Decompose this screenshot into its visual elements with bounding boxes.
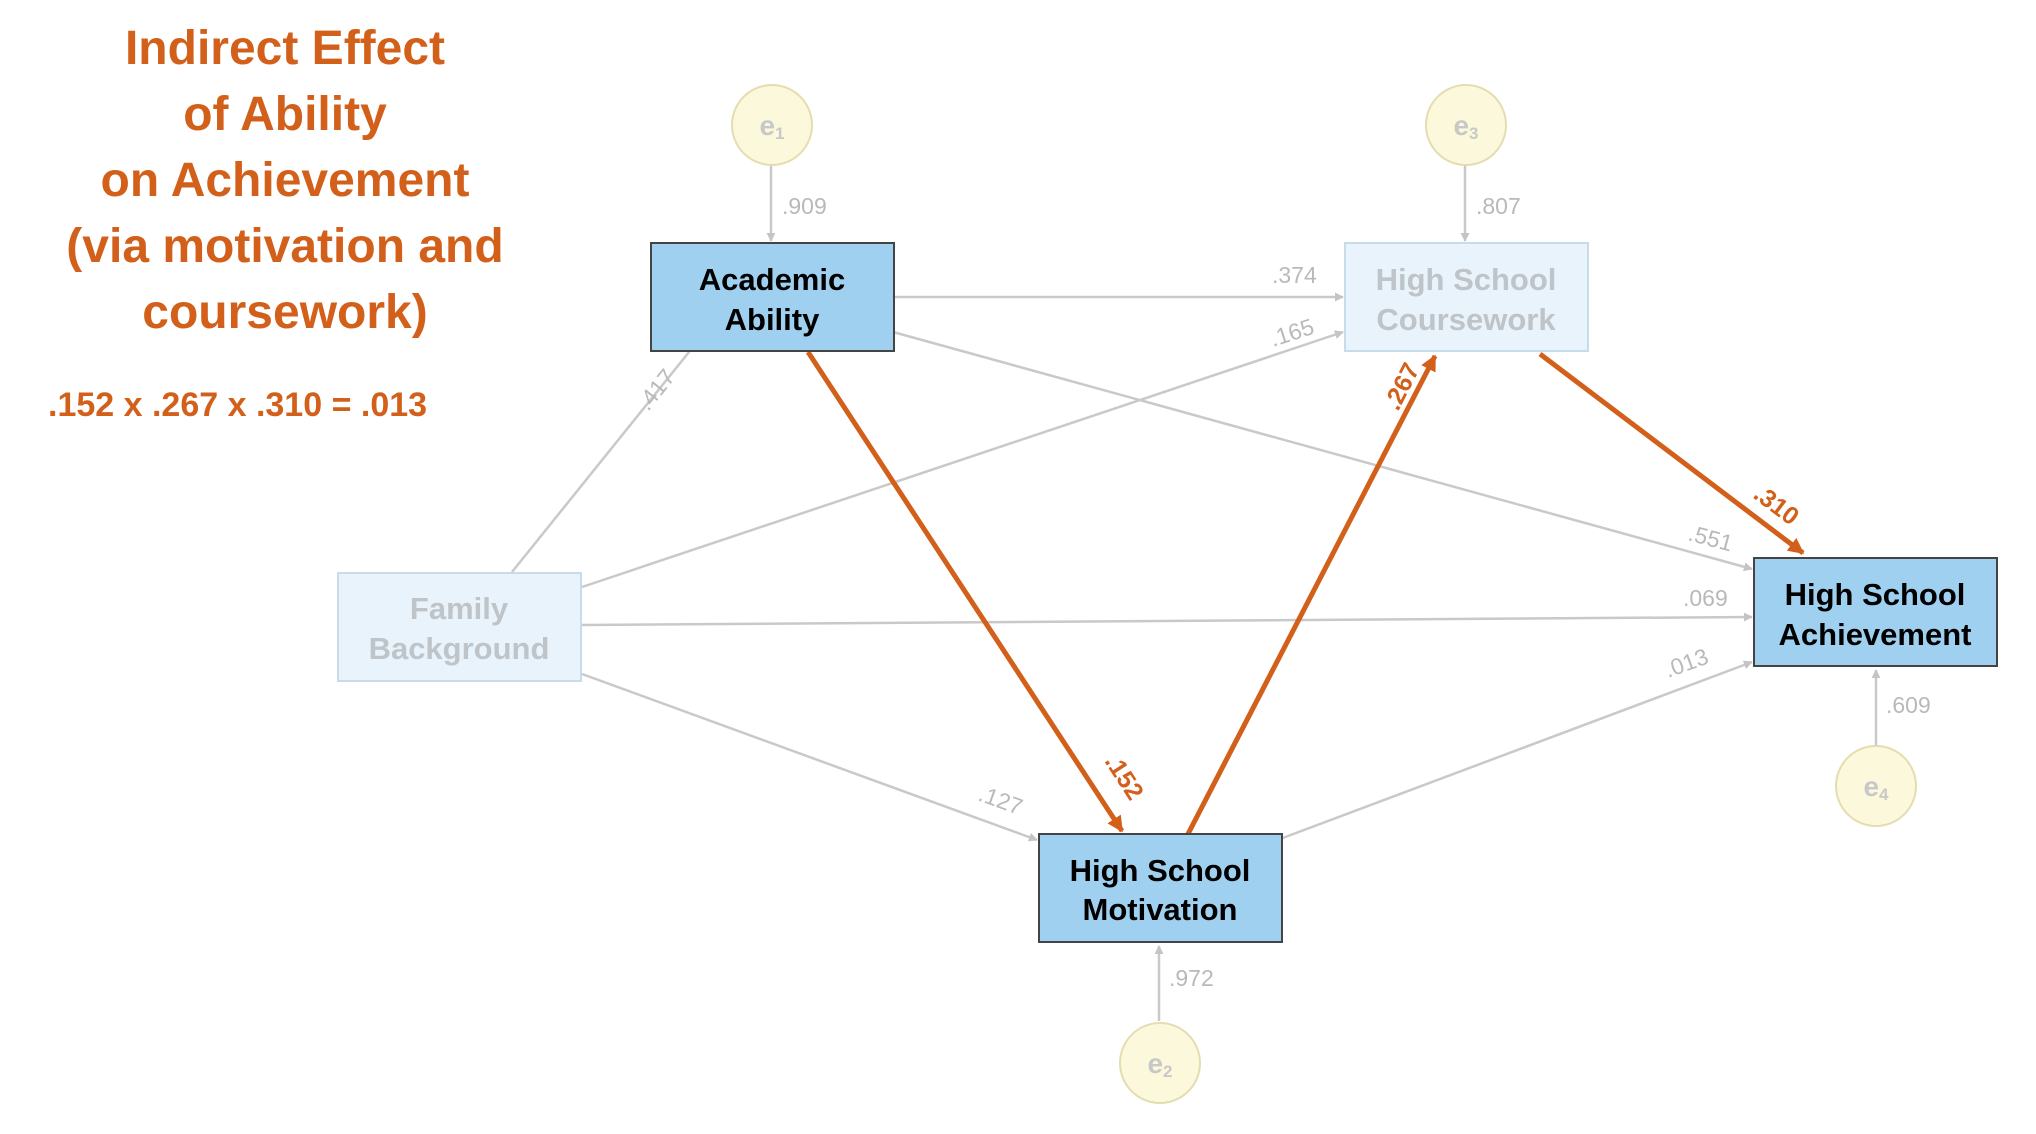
node-ability-line2: Ability: [725, 302, 820, 337]
error-e2-sub: 2: [1163, 1062, 1172, 1081]
coef-family-coursework: .165: [1267, 313, 1318, 352]
coef-coursework-achievement: .310: [1748, 479, 1804, 531]
path-motivation-coursework: [1185, 354, 1438, 836]
node-high-school-coursework: High School Coursework: [1344, 242, 1589, 352]
coef-e1: .909: [782, 193, 827, 219]
diagram-title: Indirect Effect of Ability on Achievemen…: [20, 16, 550, 346]
path-family-coursework: [581, 330, 1344, 589]
error-e4: e4: [1835, 745, 1917, 827]
error-e4-sub: 4: [1879, 785, 1889, 804]
svg-text:e4: e4: [1863, 771, 1889, 804]
title-line-5: coursework): [142, 286, 428, 339]
coef-e2: .972: [1169, 965, 1214, 991]
path-ability-achievement: [892, 330, 1753, 572]
coef-ability-coursework: .374: [1272, 262, 1317, 288]
error-e1-sub: 1: [775, 124, 784, 143]
coef-ability-motivation: .152: [1099, 749, 1149, 805]
error-e4-label: e: [1863, 771, 1879, 802]
coef-e4: .609: [1886, 692, 1931, 718]
path-family-motivation: [581, 672, 1038, 842]
coef-e3: .807: [1476, 193, 1521, 219]
node-ability-line1: Academic: [699, 262, 845, 297]
node-motivation-line2: Motivation: [1083, 892, 1238, 927]
title-line-4: (via motivation and: [66, 220, 504, 273]
error-e2-label: e: [1147, 1048, 1163, 1079]
error-e1-label: e: [759, 110, 775, 141]
node-coursework-line2: Coursework: [1376, 302, 1556, 337]
error-e3: e3: [1425, 84, 1507, 166]
node-achievement-line1: High School: [1785, 577, 1966, 612]
node-high-school-achievement: High School Achievement: [1753, 557, 1998, 667]
path-family-achievement: [581, 612, 1753, 627]
node-family-line2: Background: [369, 631, 550, 666]
node-high-school-motivation: High School Motivation: [1038, 833, 1283, 943]
node-coursework-line1: High School: [1376, 262, 1557, 297]
coef-motivation-achievement: .013: [1661, 643, 1712, 683]
indirect-effect-formula: .152 x .267 x .310 = .013: [48, 386, 428, 424]
node-family-line1: Family: [410, 591, 509, 626]
coef-family-motivation: .127: [975, 780, 1026, 820]
path-family-ability: [511, 315, 719, 573]
error-e3-sub: 3: [1469, 124, 1478, 143]
svg-text:e2: e2: [1147, 1048, 1172, 1081]
title-line-1: Indirect Effect: [124, 22, 446, 75]
coef-family-achievement: .069: [1683, 585, 1728, 611]
svg-text:e1: e1: [759, 110, 784, 143]
node-achievement-line2: Achievement: [1779, 617, 1972, 652]
title-line-2: of Ability: [183, 88, 387, 141]
coef-ability-achievement: .551: [1686, 520, 1736, 557]
error-e1: e1: [731, 84, 813, 166]
title-line-3: on Achievement: [100, 154, 470, 207]
node-motivation-line1: High School: [1070, 853, 1251, 888]
path-ability-motivation: [805, 350, 1125, 833]
error-e3-label: e: [1453, 110, 1469, 141]
path-coursework-achievement: [1538, 352, 1805, 555]
svg-text:e3: e3: [1453, 110, 1478, 143]
node-family-background: Family Background: [337, 572, 582, 682]
error-e2: e2: [1119, 1022, 1201, 1104]
node-academic-ability: Academic Ability: [650, 242, 895, 352]
path-motivation-achievement: [1279, 660, 1753, 841]
